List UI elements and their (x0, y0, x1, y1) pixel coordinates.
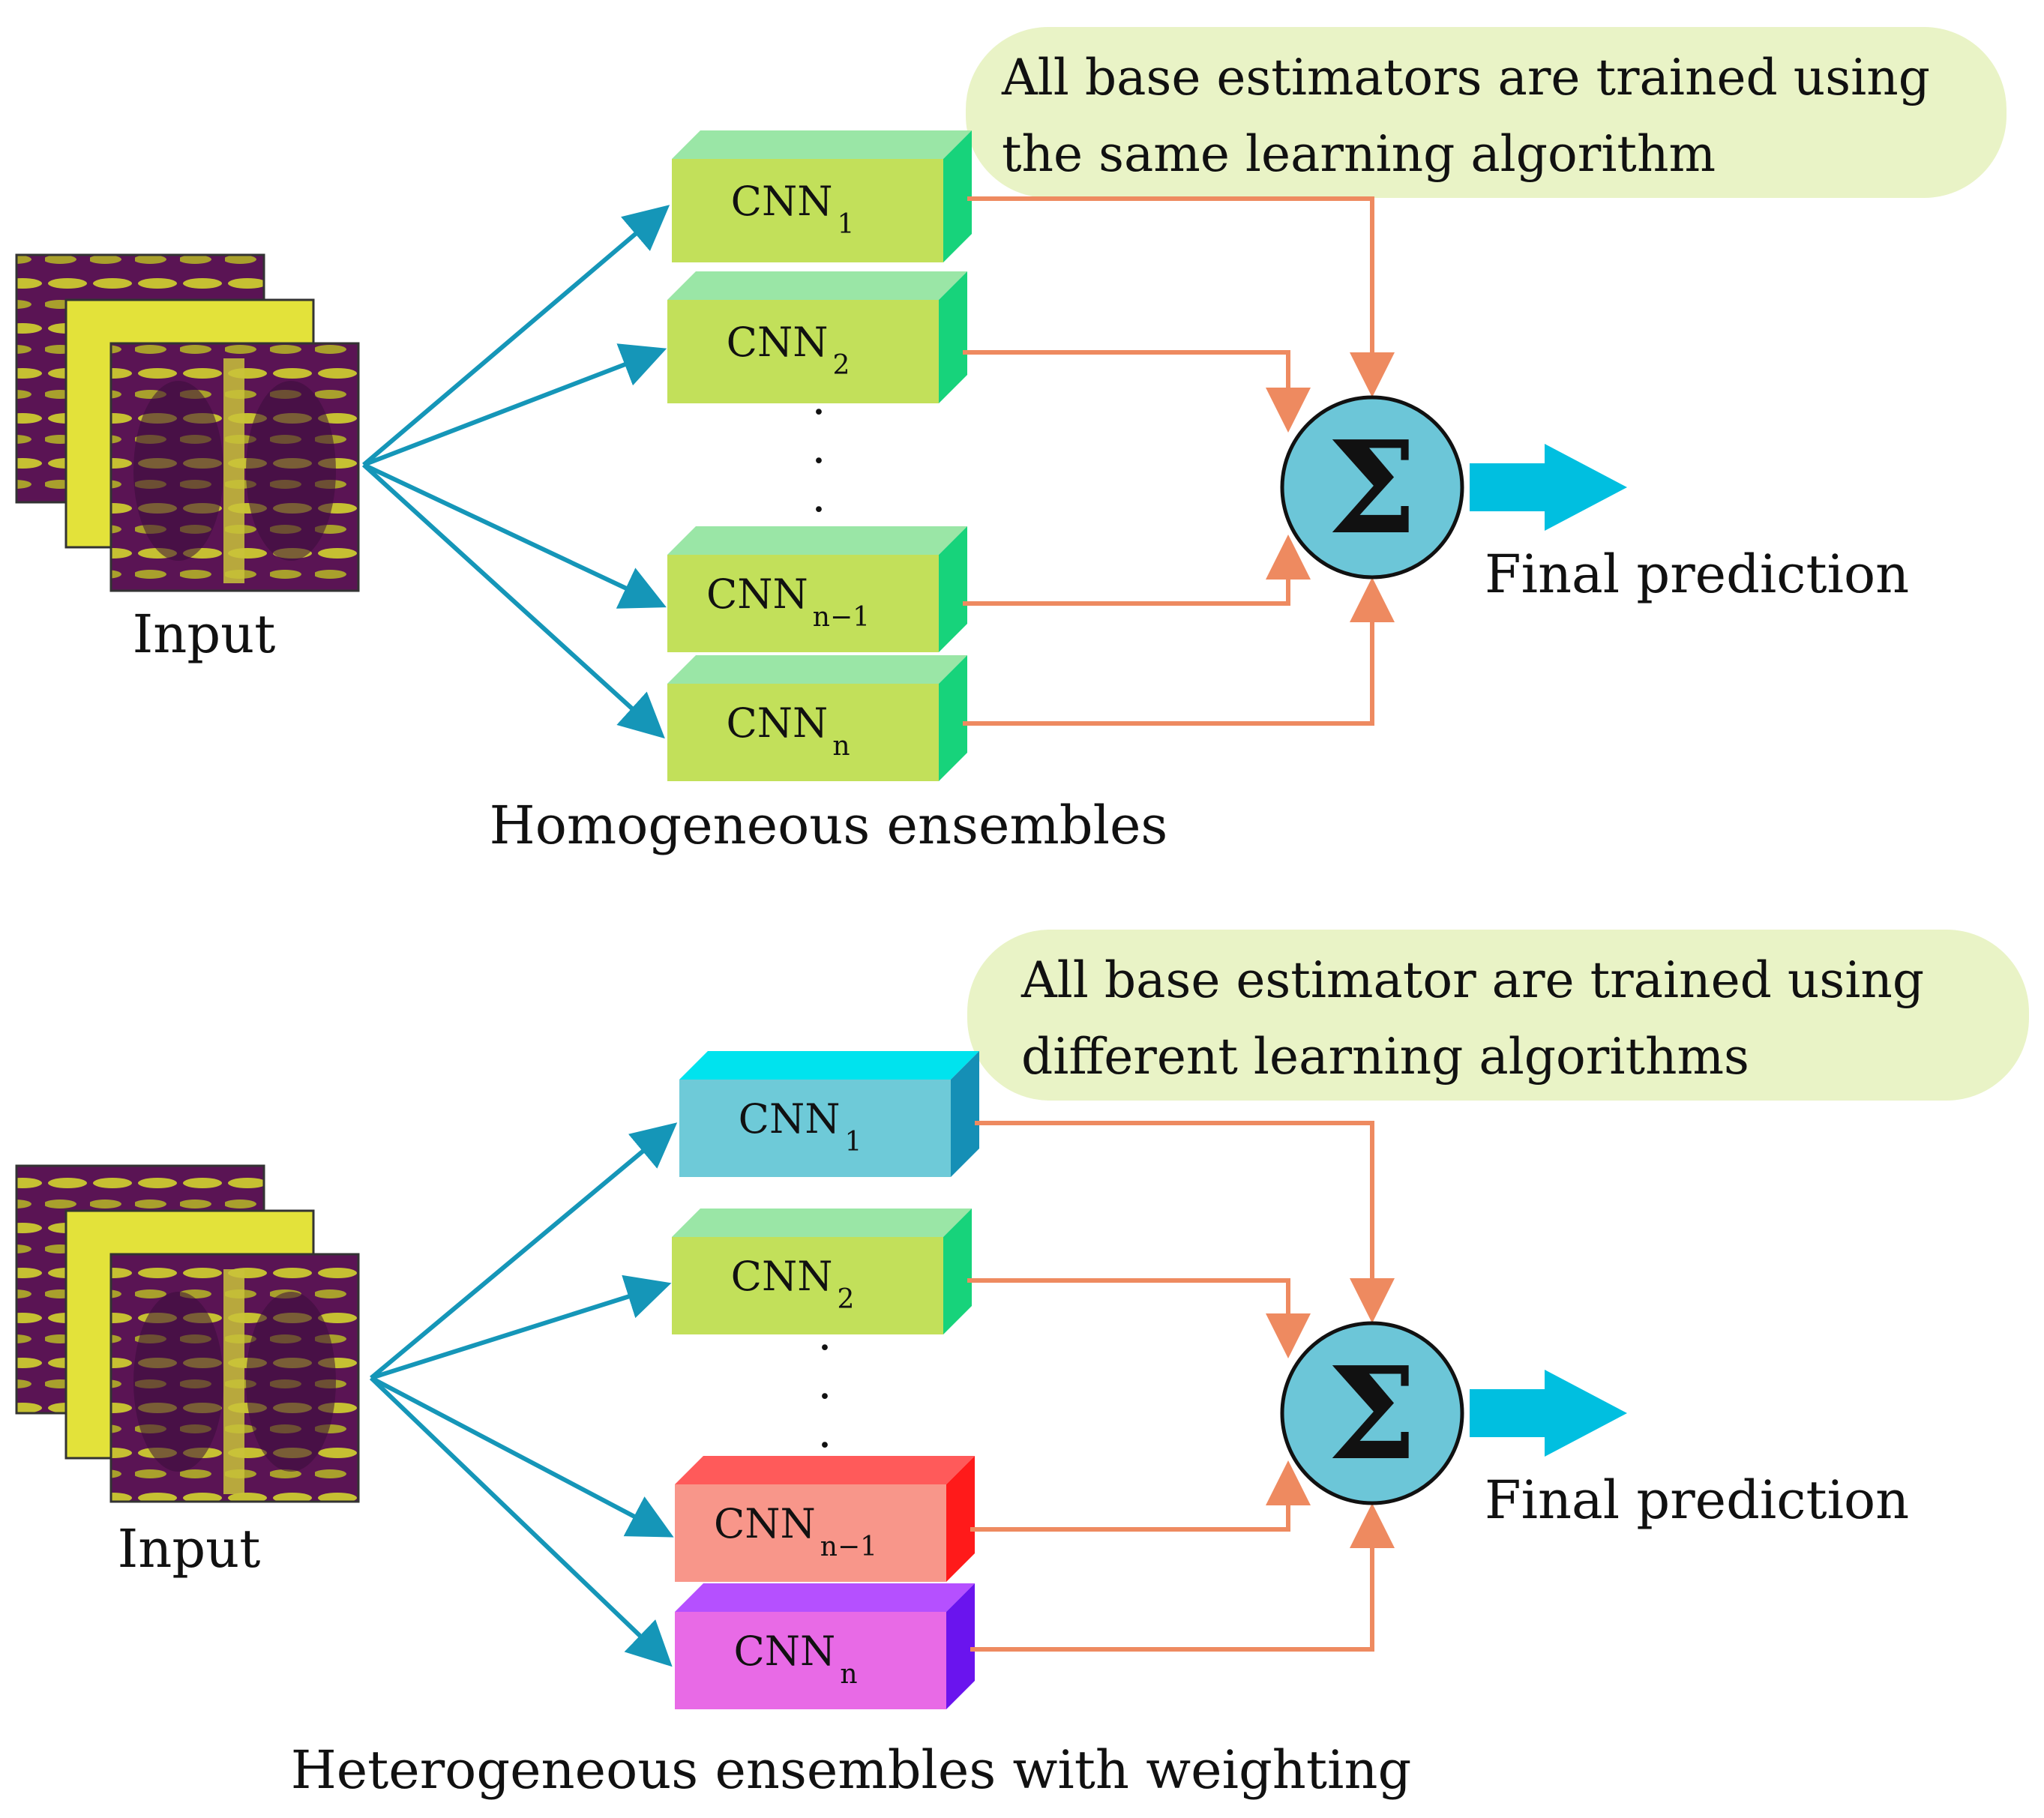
block-side-face (951, 1051, 979, 1177)
note-bubble (967, 930, 2029, 1101)
block-side-face (939, 655, 967, 781)
block-top-face (672, 1209, 972, 1237)
input-label: Input (118, 1518, 261, 1580)
dot-2: · (811, 435, 826, 487)
input-arrow (362, 205, 670, 467)
output-label: Final prediction (1485, 544, 1909, 605)
model-subscript: n (840, 1659, 857, 1690)
sum-node (1280, 395, 1464, 580)
merge-arrow (963, 577, 1395, 726)
block-top-face (667, 655, 967, 684)
note-line-2: the same learning algorithm (1002, 125, 1716, 183)
input-arrows (369, 1122, 678, 1667)
ensemble-label: Heterogeneous ensembles with weighting (291, 1739, 1412, 1801)
block-top-face (679, 1051, 979, 1080)
output-arrow (1470, 444, 1627, 531)
merge-arrow (970, 1460, 1311, 1532)
block-front-face (675, 1484, 946, 1582)
sum-node (1280, 1321, 1464, 1505)
block-top-face (675, 1456, 975, 1484)
block-side-face (943, 1209, 972, 1334)
block-side-face (939, 526, 967, 652)
note-line-1: All base estimator are trained using (1021, 951, 1924, 1009)
note-line-1: All base estimators are trained using (1001, 49, 1930, 106)
block-side-face (946, 1583, 975, 1709)
input-arrow (369, 1376, 673, 1667)
model-subscript: n (832, 731, 850, 762)
merge-arrow (963, 535, 1311, 606)
model-subscript: 1 (837, 209, 854, 240)
model-subscript: n−1 (813, 602, 870, 633)
merge-arrow (967, 1278, 1311, 1358)
block-front-face (672, 1237, 943, 1334)
note-line-2: different learning algorithms (1021, 1028, 1749, 1086)
block-top-face (675, 1583, 975, 1612)
dot-1: · (811, 386, 826, 439)
block-side-face (939, 271, 967, 403)
merge-arrows (967, 1121, 1395, 1652)
merge-arrow (975, 1121, 1395, 1323)
block-front-face (675, 1612, 946, 1709)
homogeneous-panel: Input All base estimators are trained us… (15, 27, 2007, 856)
sigma-symbol: Σ (1327, 413, 1417, 563)
block-top-face (667, 271, 967, 300)
merge-arrow (970, 1503, 1395, 1652)
input-label: Input (133, 604, 276, 665)
block-front-face (679, 1080, 951, 1177)
heterogeneous-panel: Input All base estimator are trained usi… (15, 930, 2029, 1801)
merge-arrow (963, 350, 1311, 433)
input-arrow (370, 1376, 674, 1538)
dot-3: · (811, 484, 826, 536)
model-subscript: 1 (844, 1127, 862, 1158)
model-subscript: 2 (837, 1284, 854, 1315)
block-front-face (672, 159, 943, 262)
block-side-face (946, 1456, 975, 1582)
block-front-face (667, 300, 939, 403)
sigma-symbol: Σ (1327, 1339, 1417, 1489)
input-arrow (362, 343, 667, 467)
merge-arrows (963, 196, 1395, 726)
xray-image (109, 1253, 360, 1503)
model-subscript: n−1 (820, 1532, 877, 1562)
dot-1: · (817, 1322, 832, 1374)
dot-3: · (817, 1419, 832, 1472)
dot-2: · (817, 1370, 832, 1423)
merge-arrow (967, 196, 1395, 397)
block-side-face (943, 130, 972, 262)
input-images (15, 253, 360, 592)
block-front-face (667, 555, 939, 652)
block-top-face (672, 130, 972, 159)
input-arrow (370, 1274, 672, 1380)
input-arrows (361, 205, 670, 739)
output-label: Final prediction (1485, 1469, 1909, 1531)
ensemble-label: Homogeneous ensembles (490, 795, 1168, 856)
input-images (15, 1164, 360, 1503)
input-arrow (370, 1122, 678, 1380)
input-arrow (362, 463, 667, 609)
block-top-face (667, 526, 967, 555)
xray-image (109, 342, 360, 592)
model-subscript: 2 (832, 350, 850, 381)
note-bubble (966, 27, 2007, 198)
block-front-face (667, 684, 939, 781)
input-arrow (361, 463, 665, 739)
output-arrow (1470, 1370, 1627, 1457)
